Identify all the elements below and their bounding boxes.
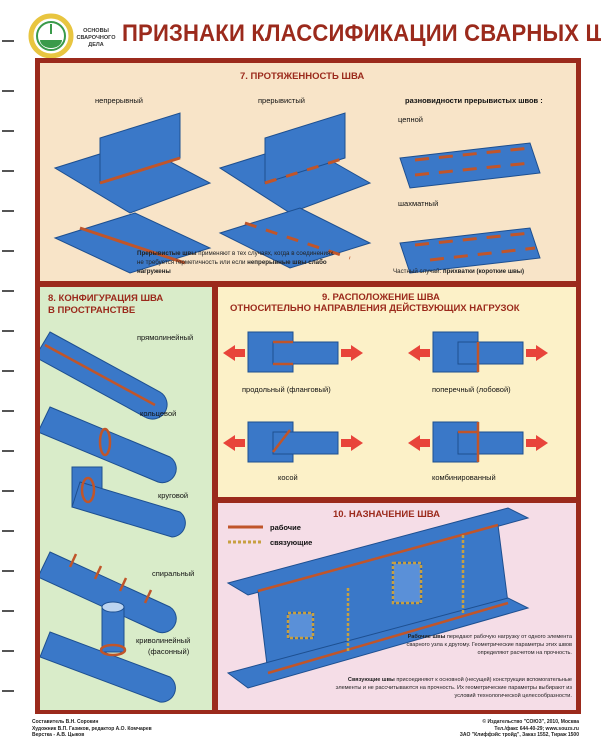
special-text: Частный случай:: [393, 268, 443, 275]
binding-text: присоединяют к основной (несущей) констр…: [335, 677, 572, 699]
section-configuration: 8. КОНФИГУРАЦИЯ ШВА В ПРОСТРАНСТВЕ прямо…: [40, 287, 212, 710]
publisher-contacts: Тел./факс 644-40-29; www.souzs.ru: [494, 725, 579, 732]
label-longitudinal: продольный (фланговый): [242, 385, 331, 394]
binder-mark: [2, 170, 14, 172]
section-purpose: 10. НАЗНАЧЕНИЕ ШВА рабочие связующие Раб…: [218, 503, 576, 710]
credit-layout: Верстка - А.В. Цыков: [32, 732, 85, 738]
page-title: ПРИЗНАКИ КЛАССИФИКАЦИИ СВАРНЫХ ШВОВ 3: [122, 20, 601, 47]
section-length: 7. ПРОТЯЖЕННОСТЬ ШВА непрерывный прерыви…: [40, 63, 576, 281]
note-bold-2: непрерывные швы слабо нагружены: [137, 259, 327, 275]
label-circular: круговой: [158, 491, 189, 500]
label-ring: кольцевой: [140, 409, 177, 418]
logo-icon: [28, 13, 74, 59]
binder-mark: [2, 570, 14, 572]
binder-mark: [2, 130, 14, 132]
binding-note: Связующие швы присоединяют к основной (н…: [328, 676, 572, 700]
label-straight: прямолинейный: [137, 333, 194, 342]
binder-mark: [2, 530, 14, 532]
credit-artist: Художник В.П. Газиков, редактор А.О. Ком…: [32, 725, 152, 732]
purpose-illustration: [226, 507, 530, 689]
binder-mark: [2, 690, 14, 692]
section-9-title-line1: 9. РАСПОЛОЖЕНИЕ ШВА: [322, 292, 440, 303]
binder-mark: [2, 610, 14, 612]
binder-mark: [2, 40, 14, 42]
binder-mark: [2, 250, 14, 252]
print-info: ЗАО "Клиффэйс тройд", Заказ 1552, Тираж …: [459, 732, 579, 738]
binder-mark: [2, 370, 14, 372]
location-illustrations: [223, 331, 548, 463]
weld-continuous: [99, 156, 181, 185]
note-text-1: применяют в тех случаях, когда в соедине…: [137, 250, 334, 266]
section-10-title: 10. НАЗНАЧЕНИЕ ШВА: [333, 509, 440, 520]
legend-binding: связующие: [270, 538, 313, 547]
label-curved: криволинейный: [136, 636, 191, 645]
label-transverse: поперечный (лобовой): [432, 385, 511, 394]
publisher: © Издательство "СОЮЗ", 2010, Москва: [482, 719, 579, 725]
section-8-title-line2: В ПРОСТРАНСТВЕ: [48, 305, 136, 316]
binder-mark: [2, 450, 14, 452]
binder-mark: [2, 90, 14, 92]
note-bold-1: Прерывистые швы: [137, 250, 197, 257]
binder-mark: [2, 650, 14, 652]
label-intermittent: прерывистый: [258, 96, 305, 105]
org-name: ОСНОВЫ СВАРОЧНОГО ДЕЛА: [76, 28, 116, 48]
configuration-illustrations: [40, 331, 186, 703]
footer-publisher: © Издательство "СОЮЗ", 2010, Москва Тел.…: [460, 719, 579, 739]
working-note: Рабочие швы передают рабочую нагрузку от…: [390, 633, 572, 657]
section-8-title-line1: 8. КОНФИГУРАЦИЯ ШВА: [48, 293, 164, 304]
length-illustrations: [53, 112, 541, 274]
working-bold: Рабочие швы: [407, 634, 446, 640]
intermittent-note: Прерывистые швы применяют в тех случаях,…: [137, 249, 337, 276]
label-spiral: спиральный: [152, 569, 195, 578]
binder-mark: [2, 490, 14, 492]
section-7-title: 7. ПРОТЯЖЕННОСТЬ ШВА: [240, 71, 365, 82]
label-oblique: косой: [278, 473, 298, 482]
label-continuous: непрерывный: [95, 96, 143, 105]
special-case-note: Частный случай: прихватки (короткие швы): [393, 267, 524, 276]
footer-credits: Составитель В.Н. Сорокин Художник В.П. Г…: [32, 719, 152, 739]
binding-bold: Связующие швы: [347, 677, 395, 683]
binder-mark: [2, 290, 14, 292]
label-staggered: шахматный: [398, 199, 439, 208]
section-9-title-line2: ОТНОСИТЕЛЬНО НАПРАВЛЕНИЯ ДЕЙСТВУЮЩИХ НАГ…: [230, 303, 520, 314]
special-bold: прихватки (короткие швы): [442, 268, 525, 275]
binder-mark: [2, 210, 14, 212]
credit-author: Составитель В.Н. Сорокин: [32, 719, 99, 725]
load-arrows: [223, 345, 548, 451]
label-combined: комбинированный: [432, 473, 496, 482]
binder-mark: [2, 330, 14, 332]
label-kinds: разновидности прерывистых швов :: [405, 96, 543, 105]
section-location: 9. РАСПОЛОЖЕНИЕ ШВА ОТНОСИТЕЛЬНО НАПРАВЛ…: [218, 287, 576, 497]
label-chain: цепной: [398, 115, 423, 124]
binder-mark: [2, 410, 14, 412]
legend-working: рабочие: [270, 523, 301, 532]
working-text: передают рабочую нагрузку от одного элем…: [406, 634, 572, 656]
label-shaped: (фасонный): [148, 647, 190, 656]
